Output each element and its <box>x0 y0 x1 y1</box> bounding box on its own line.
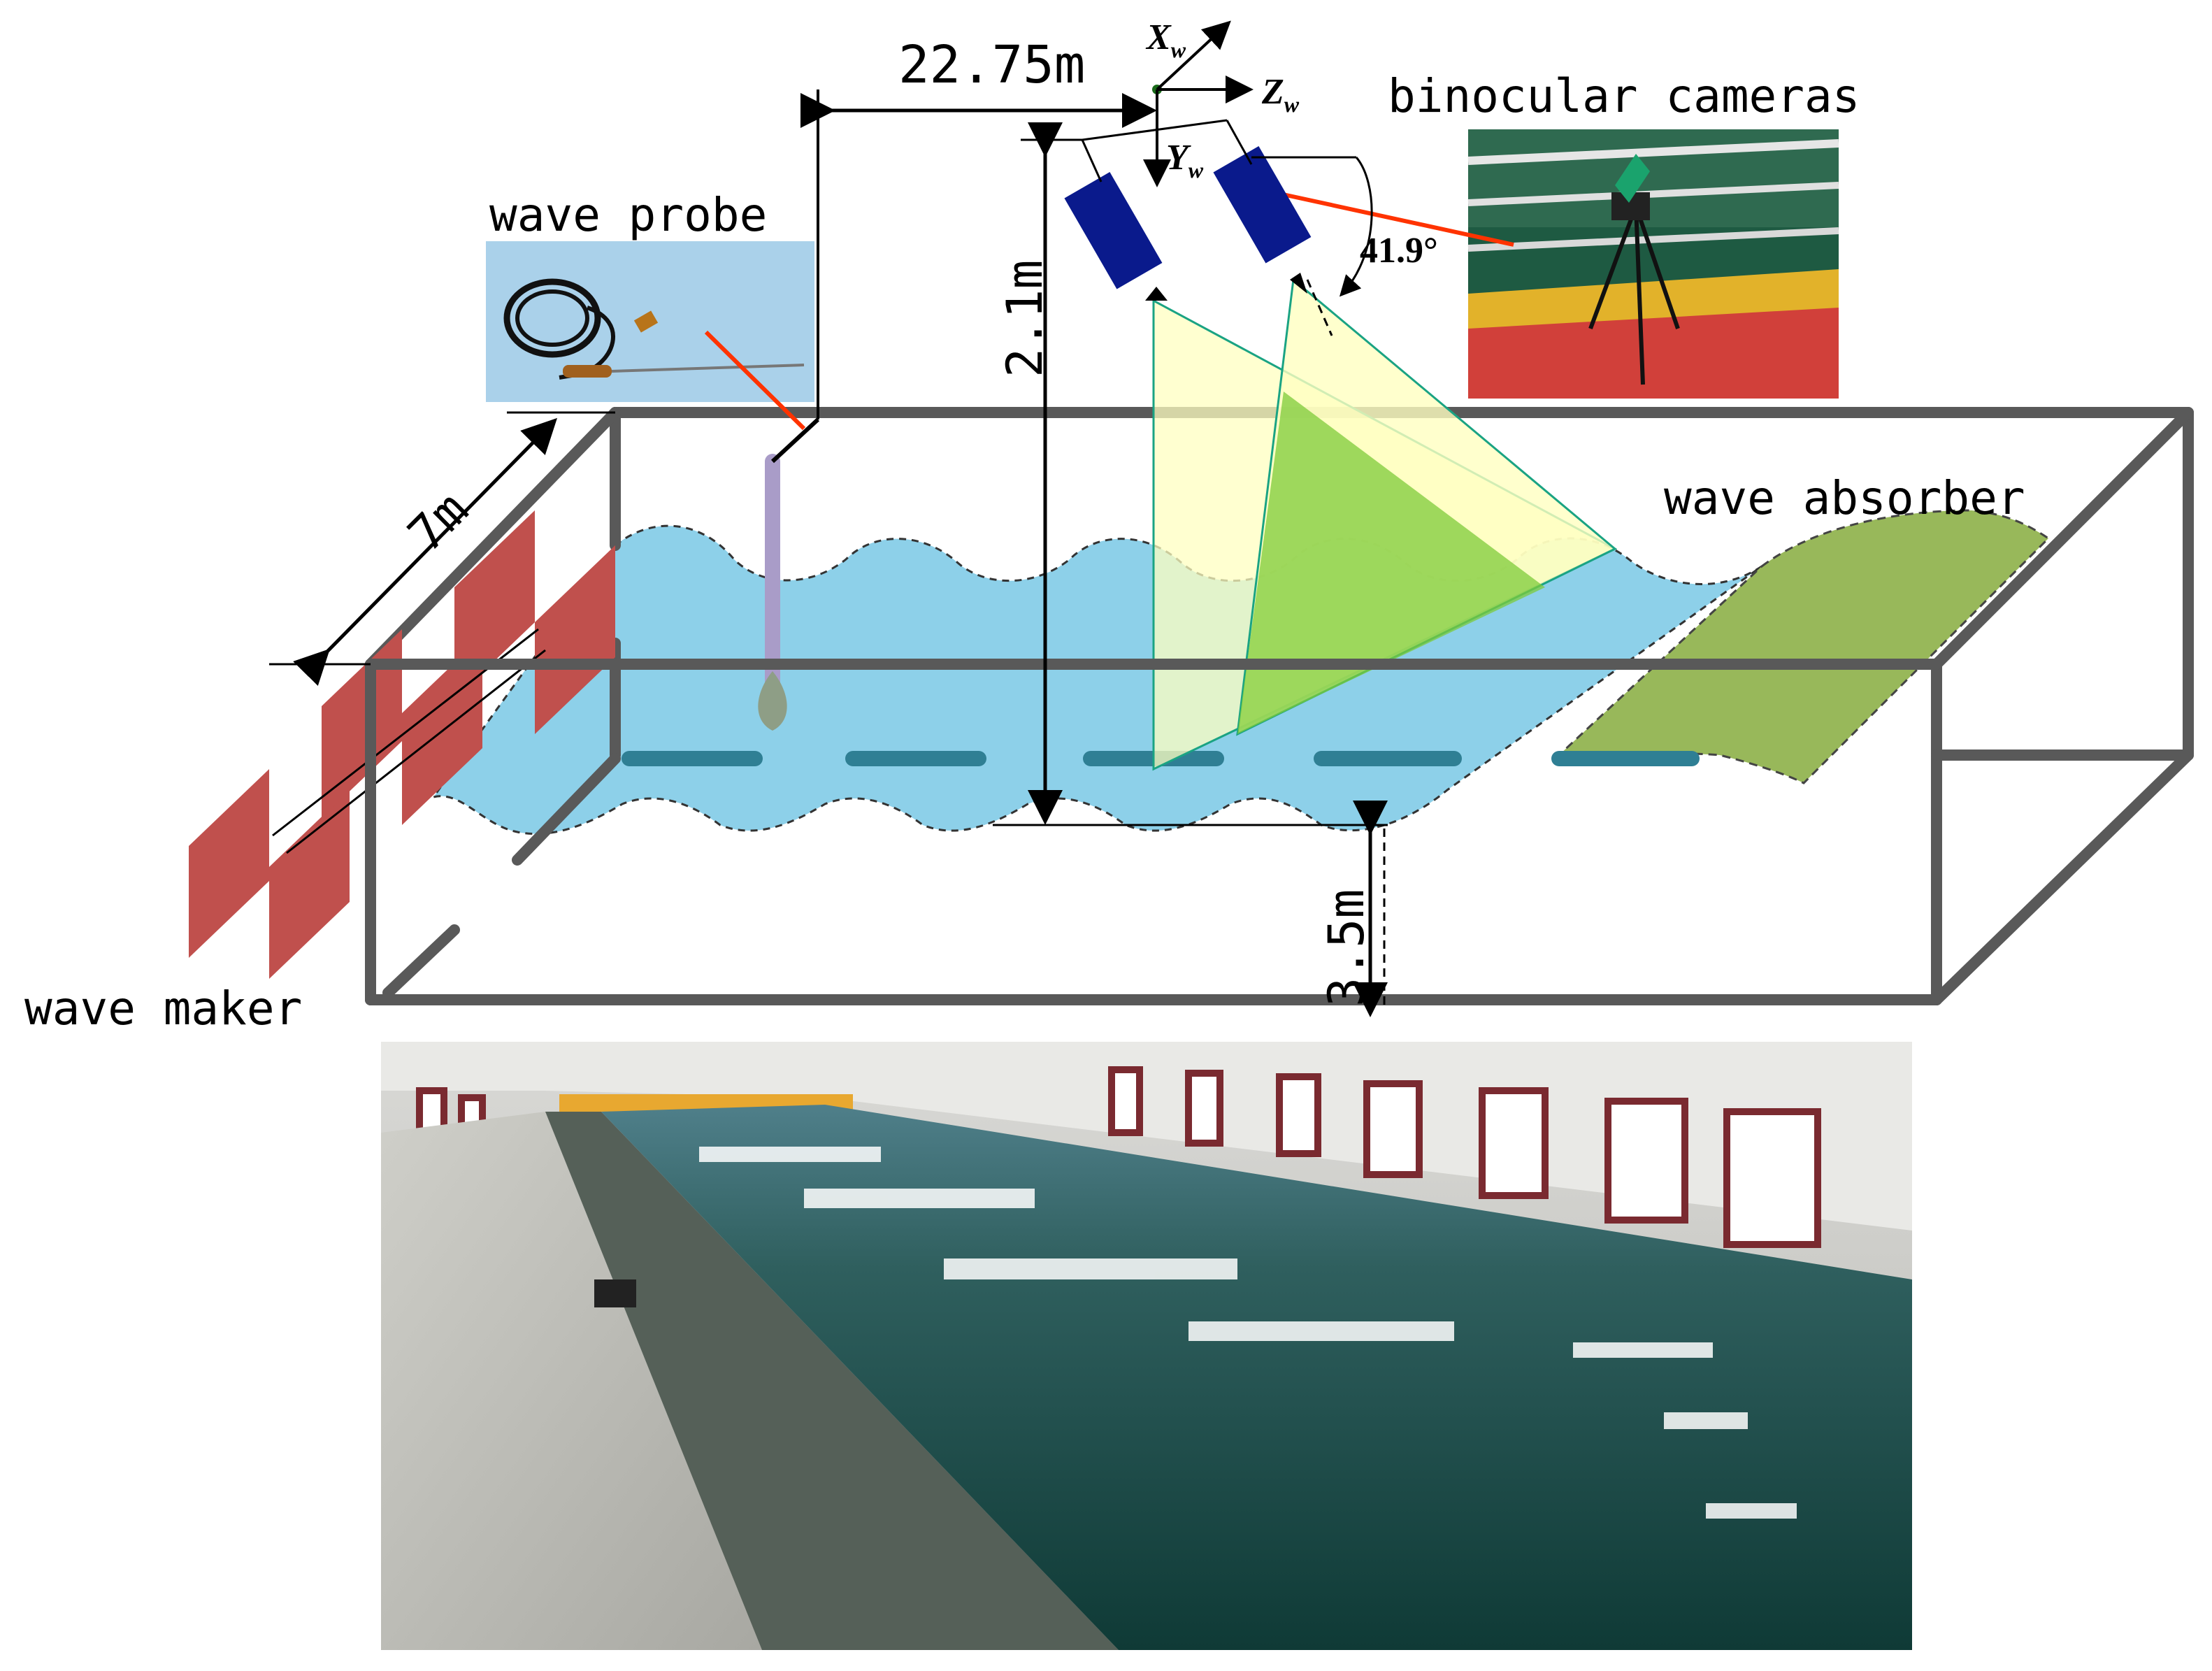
wave-probe-label: wave probe <box>489 188 767 242</box>
camera-pointer <box>1282 192 1514 247</box>
dimension-lines <box>269 89 1388 1017</box>
tank-width-dimension: 7m <box>397 481 480 564</box>
wave-probe-rod <box>758 417 820 731</box>
tank-photo <box>381 1042 1912 1650</box>
probe-to-camera-dimension: 22.75m <box>898 35 1085 95</box>
camera-height-dimension: 2.1m <box>996 259 1054 378</box>
angle-arc <box>1339 157 1373 297</box>
axis-y-label: Yw <box>1166 138 1204 182</box>
tank-front-frame <box>365 659 1942 1005</box>
wave-maker-label: wave maker <box>24 982 302 1035</box>
wave-probe-photo <box>486 241 814 402</box>
axis-x-label: Xw <box>1145 17 1186 62</box>
axis-z-label: Zw <box>1261 72 1300 117</box>
water-depth-dimension: 3.5m <box>1318 889 1375 1007</box>
camera-icon <box>1064 146 1312 301</box>
camera-fov <box>1152 278 1618 771</box>
tilt-angle-label: 41.9° <box>1360 231 1438 271</box>
coordinate-axes <box>1143 20 1254 187</box>
wave-absorber-label: wave absorber <box>1664 471 2025 525</box>
wave-probe-pointer <box>704 330 806 431</box>
camera-photo <box>1467 129 1839 399</box>
binocular-cameras-label: binocular cameras <box>1388 69 1860 123</box>
